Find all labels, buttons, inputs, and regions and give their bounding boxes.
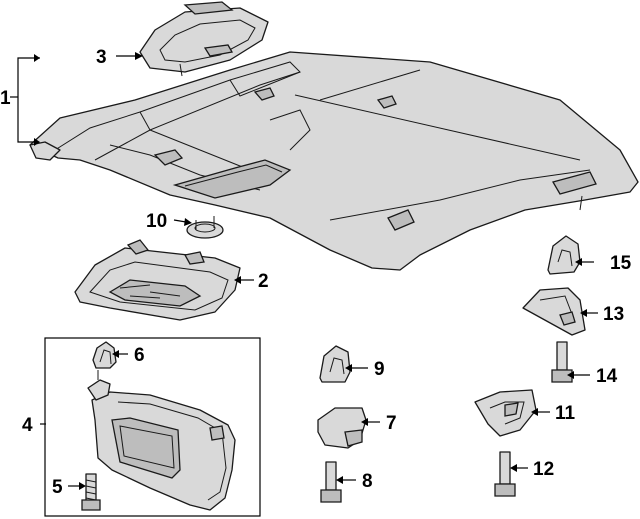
group-box: [44, 337, 261, 517]
leaders: [10, 52, 598, 490]
callout-8: 8: [362, 471, 373, 492]
callout-3: 3: [96, 47, 107, 68]
bolt-8[interactable]: [320, 461, 342, 503]
callout-15: 15: [610, 253, 632, 274]
bolt-14[interactable]: [551, 341, 573, 383]
rear-console-bracket[interactable]: [139, 1, 269, 77]
callout-13: 13: [603, 304, 624, 325]
retainer-clip[interactable]: [186, 216, 224, 239]
callout-5: 5: [52, 477, 63, 498]
callout-4: 4: [22, 415, 33, 436]
callout-2: 2: [258, 271, 269, 292]
screw[interactable]: [81, 473, 101, 511]
callout-1: 1: [0, 88, 11, 109]
callout-9: 9: [374, 359, 385, 380]
headliner[interactable]: [29, 51, 639, 271]
bolt-12[interactable]: [494, 451, 516, 497]
callout-11: 11: [555, 403, 576, 424]
callout-7: 7: [386, 413, 397, 434]
callout-6: 6: [134, 345, 145, 366]
callout-14: 14: [596, 366, 618, 387]
handle-clip[interactable]: [547, 235, 581, 275]
trim-cover[interactable]: [522, 287, 586, 336]
sunvisor-clip-right[interactable]: [319, 345, 351, 383]
grab-handle[interactable]: [474, 389, 537, 437]
overhead-console[interactable]: [74, 239, 241, 321]
sunvisor-clip-left[interactable]: [92, 341, 117, 369]
sunvisor[interactable]: [87, 370, 236, 511]
callout-12: 12: [533, 459, 554, 480]
callout-10: 10: [146, 211, 167, 232]
callout-labels: 1 2 3 4 5 6 7 8 9 10 11 12 13 14 15: [0, 47, 632, 498]
bracket[interactable]: [317, 407, 367, 449]
